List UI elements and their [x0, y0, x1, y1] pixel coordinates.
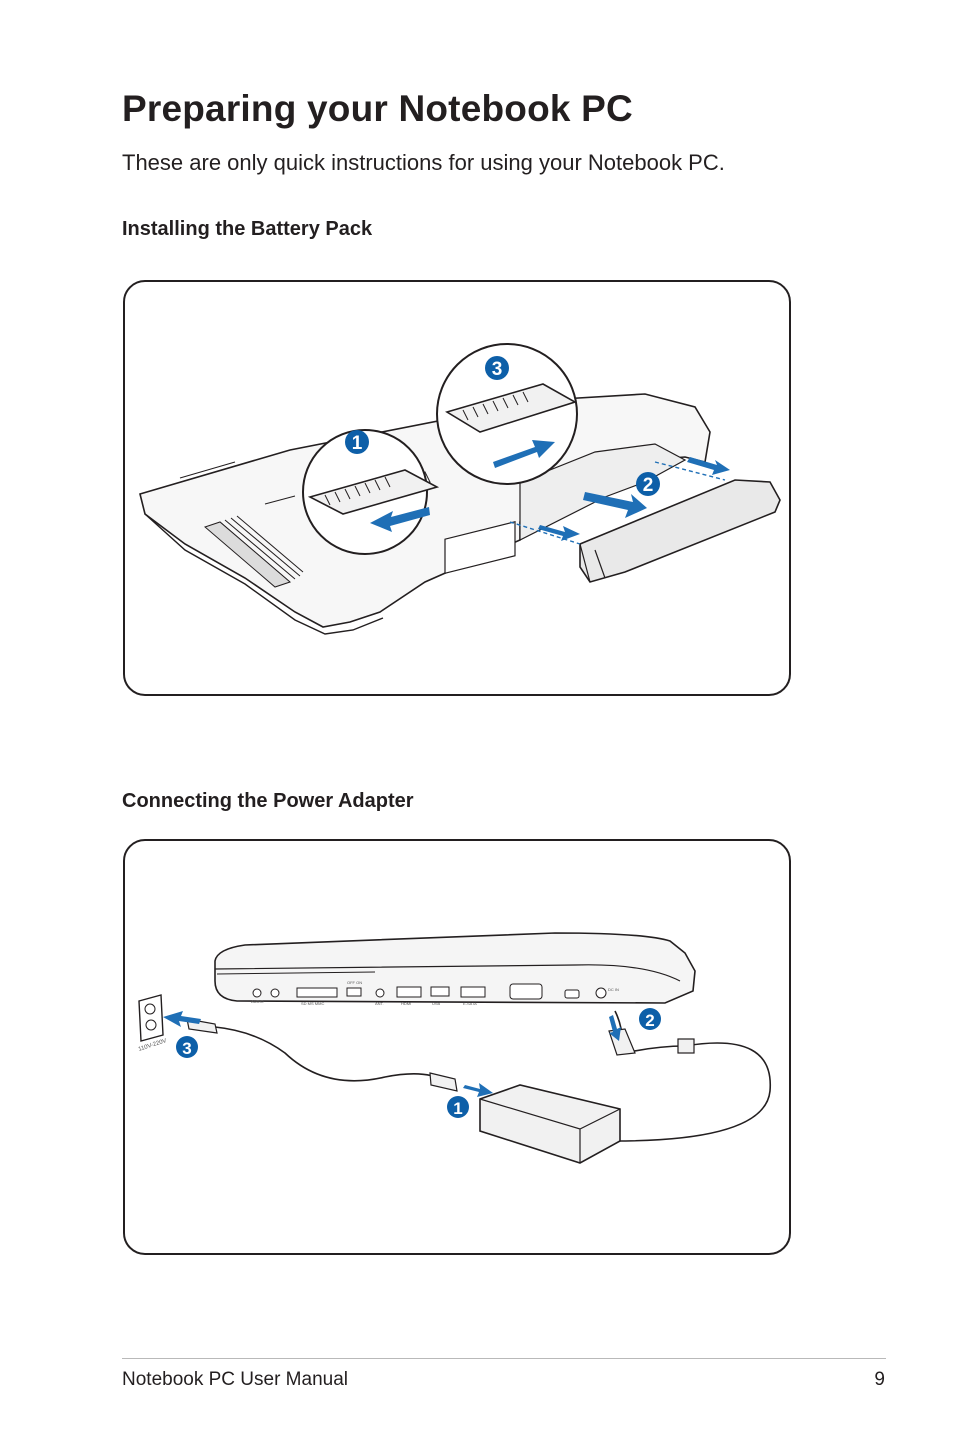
- page-title: Preparing your Notebook PC: [122, 88, 633, 129]
- power-step-badge-2: [639, 1008, 661, 1030]
- lock-arrow: [493, 440, 555, 468]
- power-step-badge-1: [447, 1096, 469, 1118]
- page-number: 9: [874, 1369, 885, 1390]
- power-step-badge-3: [176, 1036, 198, 1058]
- step-number-1: 1: [352, 433, 363, 454]
- battery-pack: [579, 479, 781, 583]
- notebook-side: [214, 932, 696, 1004]
- power-adapter-brick: [479, 1084, 621, 1164]
- power-step-number-1: 1: [453, 1099, 462, 1118]
- power-arrows: [163, 1011, 621, 1097]
- power-adapter-figure: AUDIO SD MS MMC OFF ON ANT. HDMI USB E-S…: [123, 839, 791, 1255]
- latch-slider-1: [307, 469, 440, 515]
- step-number-3: 3: [492, 359, 503, 380]
- battery-install-illustration: 1 3 2: [139, 343, 781, 635]
- adapter-plug: [429, 1072, 458, 1092]
- step-number-2: 2: [643, 475, 654, 496]
- unlock-arrow: [370, 507, 430, 532]
- latch-slider-3: [445, 383, 578, 433]
- port-label-antenna: ANT.: [375, 1001, 384, 1006]
- ac-cord: [214, 1026, 446, 1082]
- port-label-usb: USB: [432, 1001, 441, 1006]
- power-step-number-2: 2: [645, 1011, 654, 1030]
- battery-install-figure: 1 3 2: [123, 280, 791, 696]
- ferrite-core: [677, 1038, 695, 1054]
- step-badge-1: [345, 430, 369, 454]
- battery-section-heading: Installing the Battery Pack: [122, 218, 373, 240]
- battery-arrows: [538, 457, 730, 541]
- port-label-switch: OFF ON: [347, 980, 362, 985]
- port-label-card: SD MS MMC: [301, 1001, 324, 1006]
- port-label-dc: DC IN: [608, 987, 619, 992]
- wall-outlet: [138, 994, 164, 1042]
- port-label-hdmi: HDMI: [401, 1001, 411, 1006]
- battery-bay: [519, 443, 687, 541]
- port-label-esata: E-SATA: [463, 1001, 477, 1006]
- intro-text: These are only quick instructions for us…: [122, 150, 725, 175]
- port-block: [444, 521, 516, 574]
- side-ports: [252, 983, 607, 1000]
- port-label-audio: AUDIO: [251, 999, 264, 1004]
- footer-divider: [122, 1358, 886, 1359]
- power-adapter-illustration: AUDIO SD MS MMC OFF ON ANT. HDMI USB E-S…: [138, 932, 771, 1164]
- dc-cord: [614, 1010, 771, 1142]
- step-badge-2: [636, 472, 660, 496]
- footer-manual-name: Notebook PC User Manual: [122, 1369, 348, 1390]
- power-step-number-3: 3: [182, 1039, 191, 1058]
- power-section-heading: Connecting the Power Adapter: [122, 790, 414, 812]
- step-badge-3: [485, 356, 509, 380]
